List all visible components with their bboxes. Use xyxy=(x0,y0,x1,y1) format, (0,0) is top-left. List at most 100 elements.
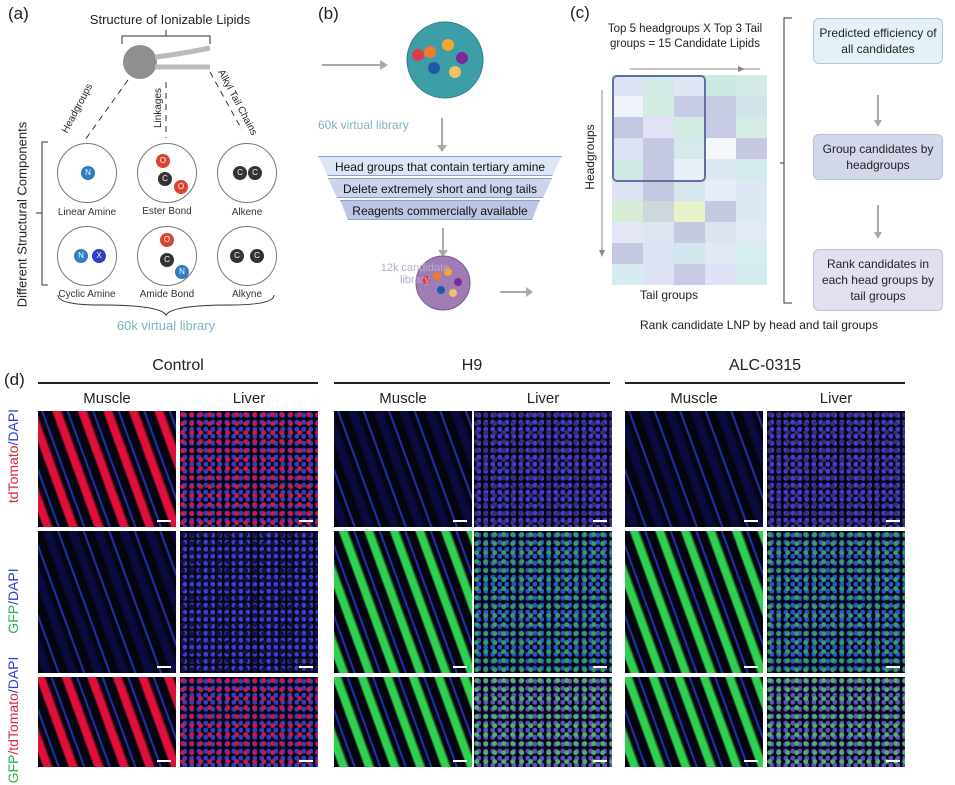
step-bracket xyxy=(780,17,882,304)
heatmap-cell xyxy=(705,180,736,201)
heatmap-cell xyxy=(612,117,643,138)
heatmap-cell xyxy=(705,201,736,222)
gfp-dapi-h9-muscle-image xyxy=(334,531,472,673)
panel-c-label: (c) xyxy=(570,3,590,22)
scale-bar xyxy=(299,760,313,762)
scale-bar xyxy=(593,666,607,668)
heatmap-cell xyxy=(736,138,767,159)
step-group-candidates: Group candidates by headgroups xyxy=(813,134,943,180)
heatmap-cell xyxy=(736,264,767,285)
row-label-merge: GFP/tdTomato/DAPI xyxy=(5,656,21,784)
heatmap-cell xyxy=(736,180,767,201)
scale-bar xyxy=(744,760,758,762)
heatmap-cell xyxy=(736,159,767,180)
virtual-library-label: 60k virtual library xyxy=(318,118,409,132)
heatmap-cell xyxy=(674,117,705,138)
gfp-dapi-alc-0315-liver-image xyxy=(767,531,905,673)
divider xyxy=(625,382,905,384)
branch-linkages: Linkages xyxy=(153,87,164,128)
candidate-heatmap xyxy=(612,75,767,285)
heatmap-cell xyxy=(612,264,643,285)
heatmap-cell xyxy=(705,117,736,138)
heatmap-cell xyxy=(705,264,736,285)
step-rank-candidates: Rank candidates in each head groups by t… xyxy=(813,249,943,311)
gfp-dapi-h9-liver-image xyxy=(474,531,612,673)
filter-tertiary-amine: Head groups that contain tertiary amine xyxy=(318,156,562,176)
heatmap-cell xyxy=(612,243,643,264)
heatmap-cell xyxy=(612,159,643,180)
tissue-label-muscle: Muscle xyxy=(379,390,427,407)
row-label-gfp-dapi: GFP/DAPI xyxy=(5,568,21,634)
label-linear-amine: Linear Amine xyxy=(57,207,117,218)
heatmap-cell xyxy=(612,222,643,243)
tdtomato-dapi-h9-muscle-image xyxy=(334,411,472,527)
top-candidates-box xyxy=(612,75,706,182)
heatmap-cell xyxy=(705,138,736,159)
heatmap-cell xyxy=(674,222,705,243)
heatmap-cell xyxy=(736,201,767,222)
group-h9: H9 xyxy=(461,357,483,374)
panel-b-label: (b) xyxy=(318,4,339,23)
gfp-dapi-alc-0315-muscle-image xyxy=(625,531,763,673)
step-predicted-efficiency: Predicted efficiency of all candidates xyxy=(813,18,943,64)
scale-bar xyxy=(886,666,900,668)
tissue-label-muscle: Muscle xyxy=(83,390,131,407)
panel-c-title: Top 5 headgroups X Top 3 Tail groups = 1… xyxy=(607,23,763,50)
x-axis-label: Tail groups xyxy=(640,288,699,302)
scale-bar xyxy=(157,666,171,668)
scale-bar xyxy=(886,520,900,522)
heatmap-cell xyxy=(705,75,736,96)
tissue-label-liver: Liver xyxy=(232,390,266,407)
scale-bar xyxy=(157,760,171,762)
heatmap-cell xyxy=(674,243,705,264)
panel-d-label: (d) xyxy=(4,370,25,389)
virtual-library-icon xyxy=(406,21,484,99)
merge-control-liver-image xyxy=(180,677,318,767)
scale-bar xyxy=(744,666,758,668)
heatmap-cell xyxy=(643,264,674,285)
y-axis-label: Headgroups xyxy=(583,124,597,190)
scale-bar xyxy=(299,520,313,522)
heatmap-cell xyxy=(674,264,705,285)
filter-tail-length: Delete extremely short and long tails xyxy=(328,178,552,198)
scale-bar xyxy=(453,666,467,668)
group-control: Control xyxy=(152,357,204,374)
candidate-library-label: 12k candidate library xyxy=(380,262,450,286)
label-cyclic-amine: Cyclic Amine xyxy=(58,289,116,300)
heatmap-cell xyxy=(705,243,736,264)
scale-bar xyxy=(453,760,467,762)
heatmap-cell xyxy=(643,201,674,222)
heatmap-cell xyxy=(643,138,674,159)
gfp-dapi-control-liver-image xyxy=(180,531,318,673)
heatmap-cell xyxy=(705,96,736,117)
heatmap-cell xyxy=(674,201,705,222)
tdtomato-dapi-control-muscle-image xyxy=(38,411,176,527)
heatmap-cell xyxy=(612,75,643,96)
panel-a-title: Structure of Ionizable Lipids xyxy=(89,12,251,27)
scale-bar xyxy=(744,520,758,522)
heatmap-cell xyxy=(705,159,736,180)
heatmap-cell xyxy=(643,243,674,264)
panel-a-footer: 60k virtual library xyxy=(116,318,216,333)
heatmap-cell xyxy=(674,138,705,159)
tdtomato-dapi-alc-0315-muscle-image xyxy=(625,411,763,527)
tissue-label-liver: Liver xyxy=(526,390,560,407)
filter-reagents: Reagents commercially available xyxy=(340,200,540,220)
side-label: Different Structural Components xyxy=(14,121,30,308)
heatmap-cell xyxy=(736,243,767,264)
label-alkene: Alkene xyxy=(231,207,263,218)
tissue-label-muscle: Muscle xyxy=(670,390,718,407)
divider xyxy=(38,382,318,384)
tdtomato-dapi-control-liver-image xyxy=(180,411,318,527)
scale-bar xyxy=(593,760,607,762)
tdtomato-dapi-h9-liver-image xyxy=(474,411,612,527)
heatmap-cell xyxy=(736,222,767,243)
scale-bar xyxy=(299,666,313,668)
heatmap-cell xyxy=(643,222,674,243)
label-alkyne: Alkyne xyxy=(231,289,262,300)
